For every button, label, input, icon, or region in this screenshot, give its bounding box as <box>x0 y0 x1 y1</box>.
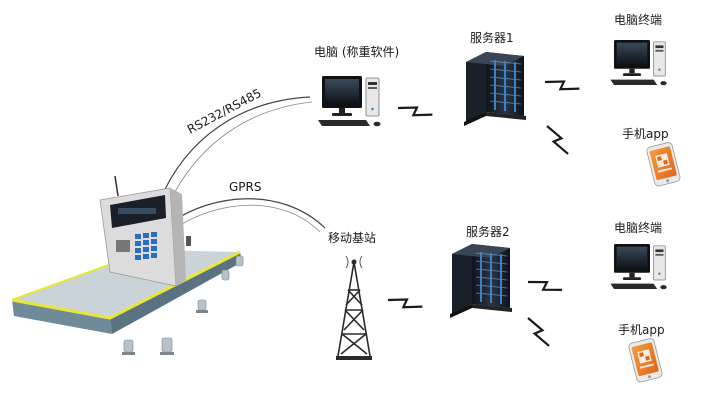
lightning-signal-icon <box>386 288 424 319</box>
desktop-computer-icon <box>609 39 668 86</box>
lightning-signal-icon <box>539 124 576 156</box>
desktop-computer-icon <box>317 75 381 127</box>
rs232-cable-arc-inner <box>167 101 313 206</box>
gprs-arc-inner <box>175 204 321 233</box>
lightning-signal-icon <box>396 96 434 127</box>
weighing-indicator-icon <box>99 175 191 287</box>
base-station-label: 移动基站 <box>328 231 376 245</box>
smartphone-icon <box>627 337 664 384</box>
pc-software-label: 电脑 (称重软件) <box>314 45 399 59</box>
pc-terminal-top-label: 电脑终端 <box>614 12 662 27</box>
gprs-arc <box>171 198 326 229</box>
lightning-signal-icon <box>520 316 557 348</box>
cell-tower-icon <box>336 255 372 360</box>
rs-link-label: RS232/RS485 <box>185 86 264 137</box>
lightning-signal-icon <box>526 271 564 301</box>
rs232-cable-arc <box>159 96 311 201</box>
lightning-signal-icon <box>543 70 581 101</box>
mobile-app-top-label: 手机app <box>622 127 669 141</box>
mobile-app-bottom-label: 手机app <box>618 323 665 337</box>
smartphone-icon <box>645 141 682 188</box>
gprs-link-label: GPRS <box>229 180 262 194</box>
desktop-computer-icon <box>609 243 668 290</box>
server-rack-icon <box>463 51 527 127</box>
pc-terminal-bottom-label: 电脑终端 <box>614 220 662 235</box>
server-rack-icon <box>449 243 513 319</box>
server1-label: 服务器1 <box>470 30 514 45</box>
server2-label: 服务器2 <box>466 224 510 239</box>
